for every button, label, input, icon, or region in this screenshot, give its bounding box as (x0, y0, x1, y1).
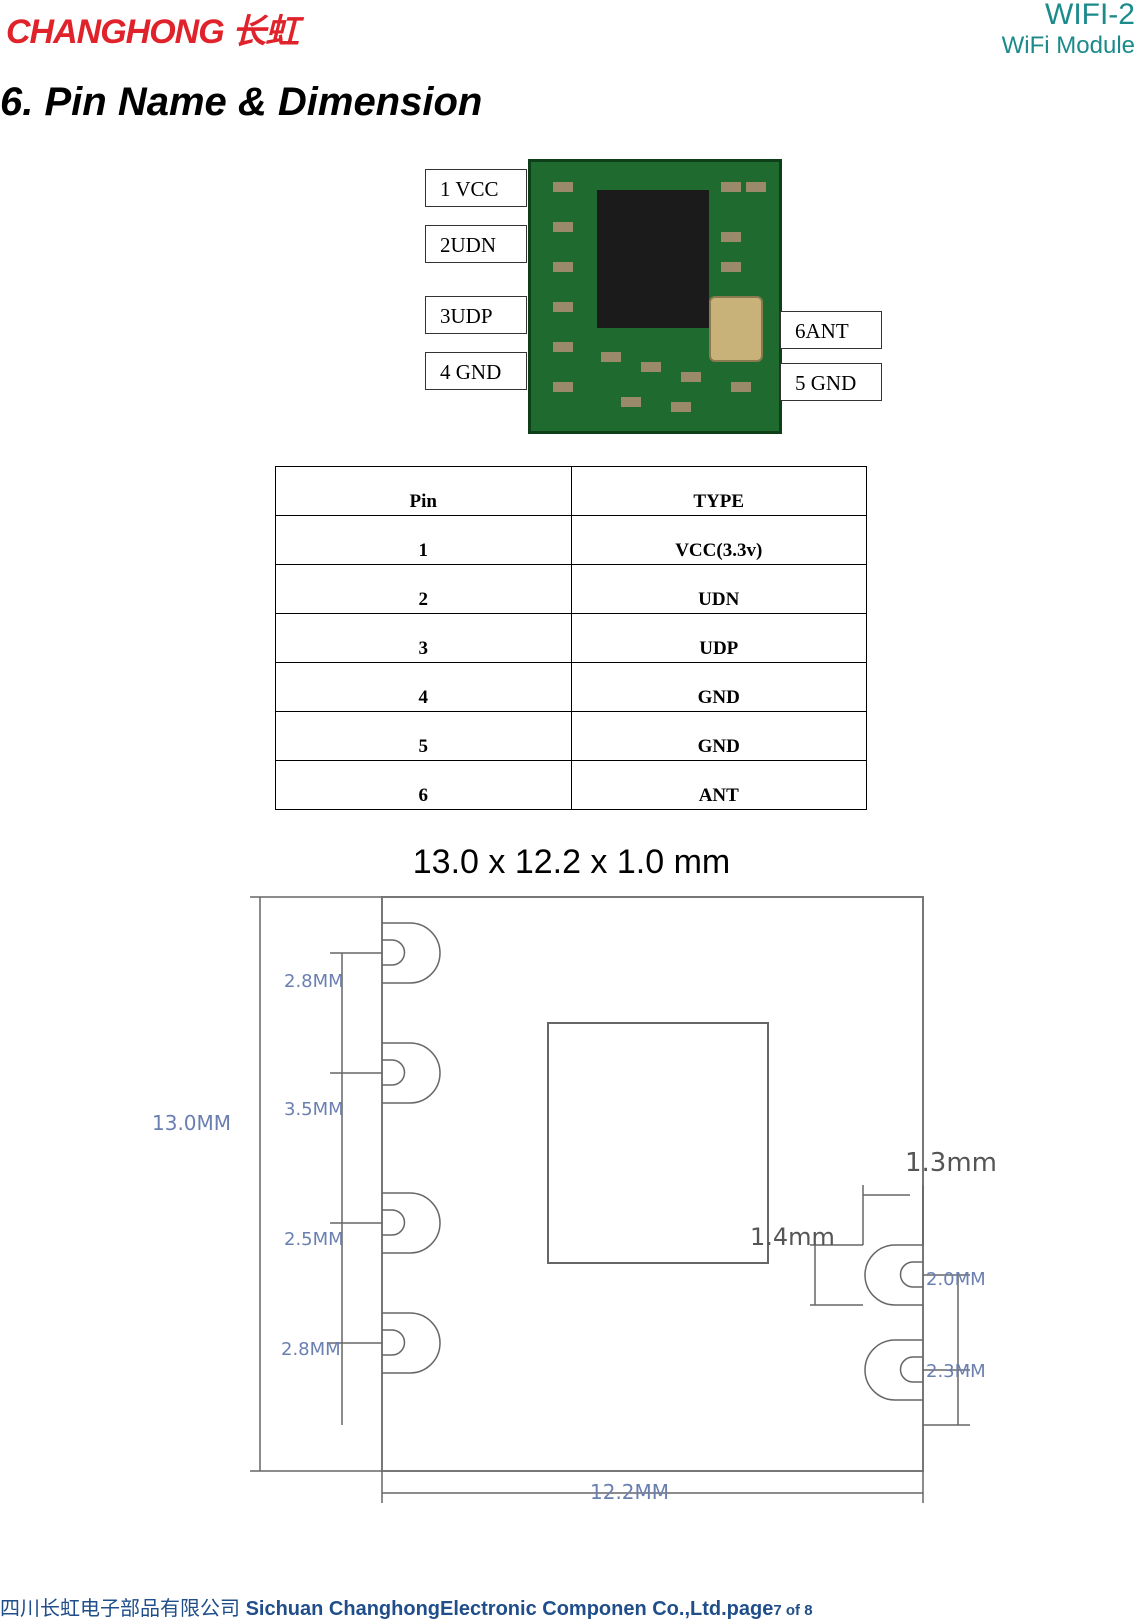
pin-label-6: 6ANT (780, 311, 882, 349)
left-spacing-2: 3.5MM (284, 1099, 344, 1120)
height-label: 13.0MM (152, 1111, 231, 1135)
pin-label-5: 5 GND (780, 363, 882, 401)
pad-height-label: 1.4mm (750, 1223, 835, 1251)
table-cell: VCC(3.3v) (570, 515, 867, 565)
table-cell: 3 (275, 613, 572, 663)
pin-label-4: 4 GND (425, 352, 527, 390)
width-label: 12.2MM (590, 1480, 669, 1504)
left-spacing-4: 2.8MM (281, 1339, 341, 1360)
right-spacing-1: 2.0MM (926, 1269, 986, 1290)
footer-page-total: of 8 (781, 1602, 813, 1619)
table-cell: 1 (275, 515, 572, 565)
right-spacing-2: 2.3MM (926, 1361, 986, 1382)
product-name: WiFi Module (1001, 32, 1135, 59)
table-cell: 2 (275, 564, 572, 614)
table-cell: UDP (570, 613, 867, 663)
model-name: WIFI-2 (1045, 0, 1135, 31)
header-block: WIFI-2 WiFi Module (1002, 0, 1135, 62)
left-spacing-3: 2.5MM (284, 1229, 344, 1250)
table-header: TYPE (570, 466, 867, 516)
module-photo (528, 159, 782, 434)
table-cell: GND (570, 711, 867, 761)
crystal (709, 296, 763, 362)
table-cell: 6 (275, 760, 572, 810)
table-cell: 5 (275, 711, 572, 761)
pin-label-3: 3UDP (425, 296, 527, 334)
mechanical-drawing: 13.0MM 12.2MM 2.8MM 3.5MM 2.5MM 2.8MM 2.… (152, 896, 997, 1504)
company-logo: CHANGHONG 长虹 (6, 13, 299, 51)
table-header: Pin (275, 466, 572, 516)
section-title: 6. Pin Name & Dimension (0, 80, 483, 124)
footer-page-number: 7 (773, 1602, 782, 1619)
footer: 四川长虹电子部品有限公司 Sichuan ChanghongElectronic… (0, 1592, 813, 1621)
table-cell: UDN (570, 564, 867, 614)
pin-label-2: 2UDN (425, 225, 527, 263)
left-spacing-1: 2.8MM (284, 971, 344, 992)
chip (597, 190, 709, 328)
pin-label-1: 1 VCC (425, 169, 527, 207)
dimension-title: 13.0 x 12.2 x 1.0 mm (412, 843, 731, 881)
footer-company-cn: 四川长虹电子部品有限公司 (0, 1598, 240, 1620)
table-cell: 4 (275, 662, 572, 712)
table-cell: GND (570, 662, 867, 712)
table-header-row: Pin TYPE (275, 466, 867, 516)
pad-width-label: 1.3mm (905, 1148, 997, 1178)
table-cell: ANT (570, 760, 867, 810)
footer-company-en: Sichuan ChanghongElectronic Componen Co.… (245, 1598, 774, 1620)
